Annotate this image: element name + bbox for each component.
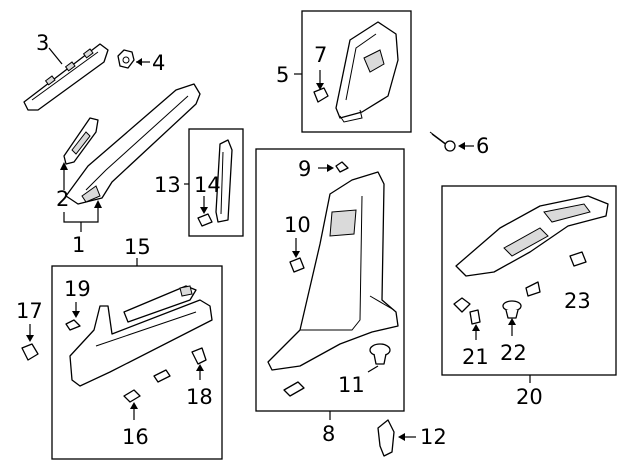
callout-22: 22 [500, 341, 527, 365]
part-3-bracket [23, 43, 109, 111]
arrowhead-2 [60, 162, 68, 170]
part-20-scuff-plate [455, 195, 609, 277]
callout-1: 1 [72, 233, 85, 257]
leader-3 [48, 47, 63, 65]
part-4-nut [117, 49, 135, 69]
part-8-small-clip [283, 381, 305, 397]
callout-18: 18 [186, 385, 213, 409]
part-13-strip [215, 139, 233, 223]
callout-17: 17 [16, 299, 43, 323]
arrowhead-14 [200, 207, 208, 214]
callout-7: 7 [314, 43, 327, 67]
part-10-clip [289, 257, 305, 273]
callout-12: 12 [420, 425, 447, 449]
part-8-b-pillar-trim [267, 171, 399, 371]
callout-19: 19 [64, 277, 91, 301]
callout-4: 4 [152, 51, 165, 75]
part-19-clip [65, 319, 81, 331]
part-11-fastener [369, 343, 391, 365]
part-17-clip [21, 343, 39, 361]
arrowhead-4 [136, 58, 142, 66]
part-1-a-pillar-trim [65, 83, 201, 205]
callout-11: 11 [338, 373, 365, 397]
callout-5: 5 [276, 63, 289, 87]
arrowhead-6 [458, 142, 465, 150]
part-12-retainer [377, 419, 395, 457]
box-13 [188, 128, 244, 237]
callout-6: 6 [476, 134, 489, 158]
callout-10: 10 [284, 213, 311, 237]
part-22-push-pin [502, 300, 522, 319]
callout-14: 14 [194, 173, 221, 197]
arrowhead-7 [316, 83, 324, 90]
callout-20: 20 [516, 385, 543, 409]
part-6-screw [429, 131, 456, 152]
part-21-clip [469, 309, 481, 325]
part-15-small-clip [153, 369, 171, 383]
callout-23: 23 [564, 289, 591, 313]
callout-21: 21 [462, 345, 489, 369]
part-14-clip [197, 213, 213, 227]
part-16-clip [123, 389, 141, 403]
callout-8: 8 [322, 422, 335, 446]
box-5 [301, 10, 412, 133]
callout-2: 2 [56, 187, 69, 211]
callout-15: 15 [124, 235, 151, 259]
part-7-clip [313, 87, 329, 103]
arrowhead-16 [130, 402, 138, 409]
arrowhead-19 [72, 311, 80, 318]
arrowhead-9 [327, 164, 334, 172]
part-23-clip [569, 251, 587, 267]
callout-3: 3 [36, 31, 49, 55]
arrowhead-1 [94, 200, 102, 208]
arrowhead-10 [292, 251, 300, 258]
part-2-clip-bracket [63, 117, 99, 165]
leader-11 [367, 365, 379, 373]
arrowhead-21 [472, 324, 480, 331]
part-15-sill-trim [69, 285, 213, 387]
part-20-clip [525, 281, 541, 297]
callout-16: 16 [122, 425, 149, 449]
callout-13: 13 [154, 173, 181, 197]
arrowhead-18 [196, 364, 204, 371]
part-5-trim-panel [335, 21, 399, 123]
arrowhead-17 [26, 335, 34, 342]
part-20-small-clip [453, 297, 471, 313]
part-9-clip [335, 161, 349, 173]
part-18-clip [191, 347, 207, 365]
callout-9: 9 [298, 157, 311, 181]
arrowhead-22 [508, 318, 516, 325]
arrowhead-12 [398, 433, 405, 441]
box-20 [441, 185, 617, 376]
